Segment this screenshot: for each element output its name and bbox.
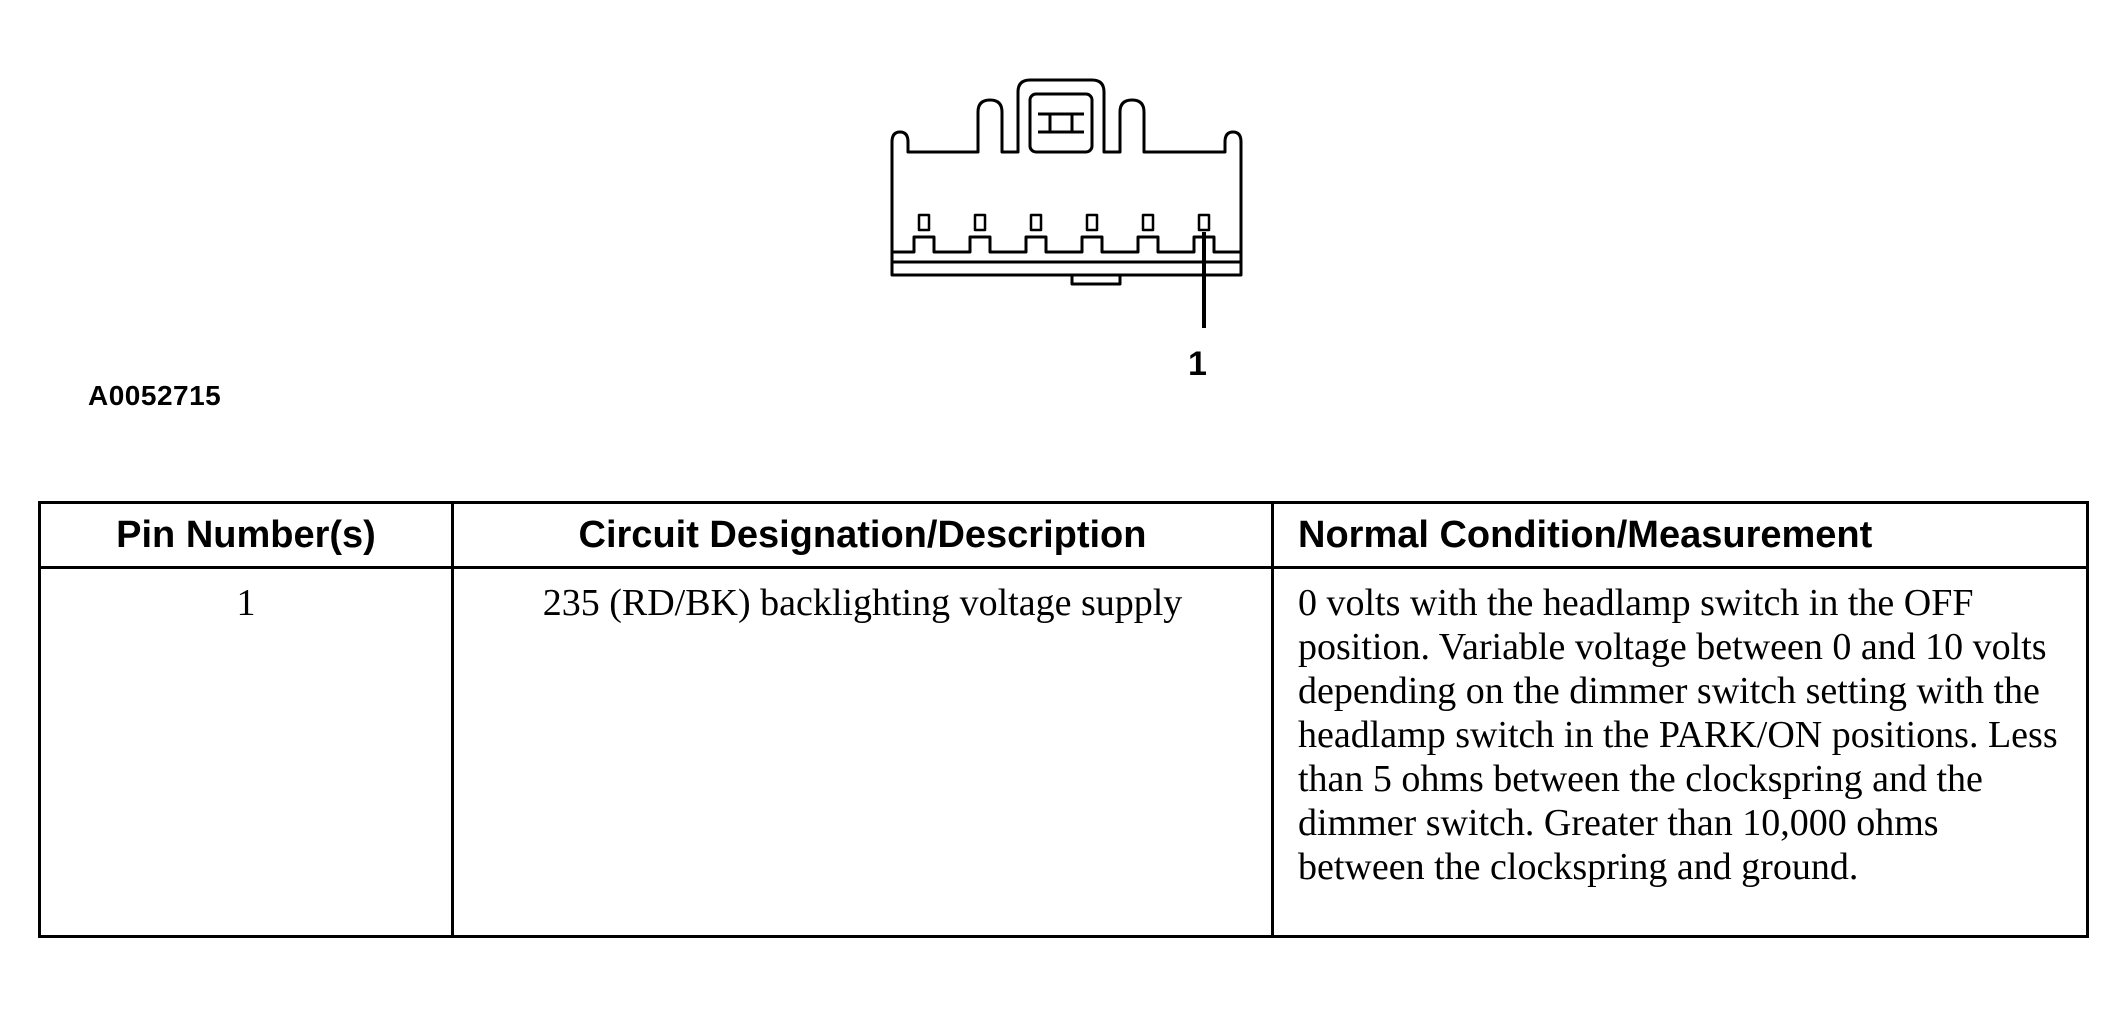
table-header-row: Pin Number(s) Circuit Designation/Descri… — [38, 501, 2089, 569]
pin-cavity — [917, 213, 931, 232]
pin-callout-label: 1 — [1188, 345, 1207, 383]
table-row: 1 235 (RD/BK) backlighting voltage suppl… — [38, 566, 2089, 938]
pin-cavities — [917, 213, 1211, 232]
connector-face-drawing — [890, 78, 1243, 328]
pin-cavity — [1085, 213, 1099, 232]
header-normal-condition: Normal Condition/Measurement — [1271, 501, 2089, 569]
pin-cavity — [1141, 213, 1155, 232]
connector-figure: 1 A0052715 — [0, 0, 2124, 460]
pin-cavity-1 — [1197, 213, 1211, 232]
cell-circuit-description: 235 (RD/BK) backlighting voltage supply — [451, 566, 1274, 938]
connector-lower-rail — [892, 235, 1241, 254]
lock-tab-outer — [1028, 92, 1094, 154]
connector-bottom-key — [1070, 275, 1122, 286]
pin-cavity — [973, 213, 987, 232]
pinout-table: Pin Number(s) Circuit Designation/Descri… — [38, 501, 2089, 938]
cell-normal-condition: 0 volts with the headlamp switch in the … — [1271, 566, 2089, 938]
header-circuit-description: Circuit Designation/Description — [451, 501, 1274, 569]
cell-pin-number: 1 — [38, 566, 454, 938]
pin-cavity — [1029, 213, 1043, 232]
figure-id: A0052715 — [88, 380, 222, 411]
header-pin-numbers: Pin Number(s) — [38, 501, 454, 569]
connector-housing-outline — [890, 78, 1243, 277]
